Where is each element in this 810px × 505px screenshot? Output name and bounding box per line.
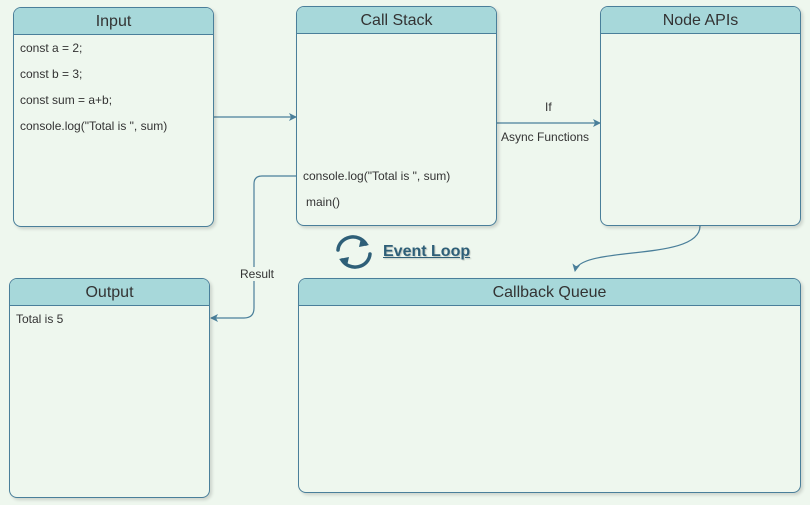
refresh-cycle-icon bbox=[336, 235, 372, 269]
node-apis-panel-title: Node APIs bbox=[601, 7, 800, 34]
output-line: Total is 5 bbox=[16, 312, 64, 326]
edge-label-async-functions: Async Functions bbox=[501, 130, 590, 144]
input-panel-title: Input bbox=[14, 8, 213, 35]
edge-label-if: If bbox=[545, 100, 552, 114]
arrow-nodeapis-to-callbackqueue bbox=[572, 225, 701, 272]
node-apis-panel: Node APIs bbox=[600, 6, 801, 226]
input-line: console.log("Total is ", sum) bbox=[20, 119, 168, 133]
input-line: const a = 2; bbox=[20, 41, 83, 55]
input-line: const sum = a+b; bbox=[20, 93, 113, 107]
input-line: const b = 3; bbox=[20, 67, 83, 81]
call-stack-frame: main() bbox=[306, 195, 341, 209]
callback-queue-panel-title: Callback Queue bbox=[299, 279, 800, 306]
output-panel-title: Output bbox=[10, 279, 209, 306]
input-panel: Input const a = 2; const b = 3; const su… bbox=[13, 7, 214, 227]
call-stack-panel-title: Call Stack bbox=[297, 7, 496, 34]
arrow-callstack-to-output bbox=[210, 175, 300, 322]
call-stack-frame: console.log("Total is ", sum) bbox=[303, 169, 451, 183]
callback-queue-panel: Callback Queue bbox=[298, 278, 801, 493]
event-loop-label: Event Loop bbox=[383, 243, 471, 260]
call-stack-panel: Call Stack console.log("Total is ", sum)… bbox=[296, 6, 497, 226]
edge-label-result: Result bbox=[240, 267, 275, 281]
output-panel: Output Total is 5 bbox=[9, 278, 210, 498]
